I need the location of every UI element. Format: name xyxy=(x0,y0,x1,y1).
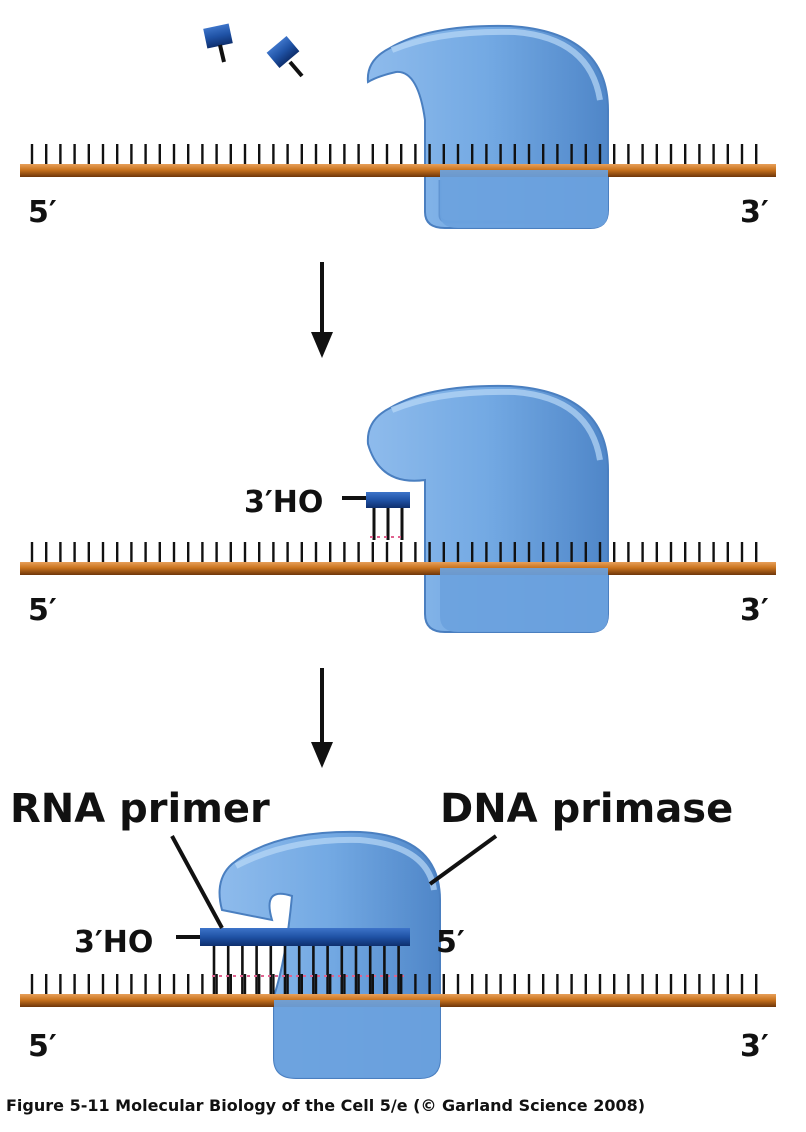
primase-front xyxy=(440,170,608,228)
primer-5-prime-label: 5′ xyxy=(436,925,465,960)
free-nucleotide xyxy=(266,35,304,78)
primase-highlight xyxy=(390,28,603,101)
dna-primase-label: DNA primase xyxy=(440,786,733,832)
panel-3: 3′HO 5′ RNA primer DNA primase 5′ 3′ xyxy=(10,786,776,1079)
primase-leader-line xyxy=(428,834,498,886)
strand-5-prime-label: 5′ xyxy=(28,593,57,628)
hydroxyl-end-label: 3′HO xyxy=(244,485,323,520)
primase-front xyxy=(274,1000,440,1078)
rna-primer-label: RNA primer xyxy=(10,786,270,832)
step-arrow xyxy=(311,262,333,358)
figure-caption: Figure 5-11 Molecular Biology of the Cel… xyxy=(6,1096,646,1115)
template-strand xyxy=(20,144,776,177)
strand-5-prime-label: 5′ xyxy=(28,1029,57,1064)
primase-front xyxy=(440,568,608,632)
template-strand xyxy=(20,542,776,575)
strand-3-prime-label: 3′ xyxy=(740,195,769,230)
primase-highlight xyxy=(234,836,437,891)
hydroxyl-end-label: 3′HO xyxy=(74,925,153,960)
primase-highlight xyxy=(390,388,603,461)
rna-primer xyxy=(366,492,410,540)
step-arrow xyxy=(311,668,333,768)
panel-2: 3′HO 5′ 3′ xyxy=(20,384,776,633)
panel-1: 5′ 3′ xyxy=(20,23,776,230)
rna-primer-leader-line xyxy=(170,835,224,929)
strand-5-prime-label: 5′ xyxy=(28,195,57,230)
strand-3-prime-label: 3′ xyxy=(740,1029,769,1064)
strand-3-prime-label: 3′ xyxy=(740,593,769,628)
free-nucleotide xyxy=(203,23,233,63)
